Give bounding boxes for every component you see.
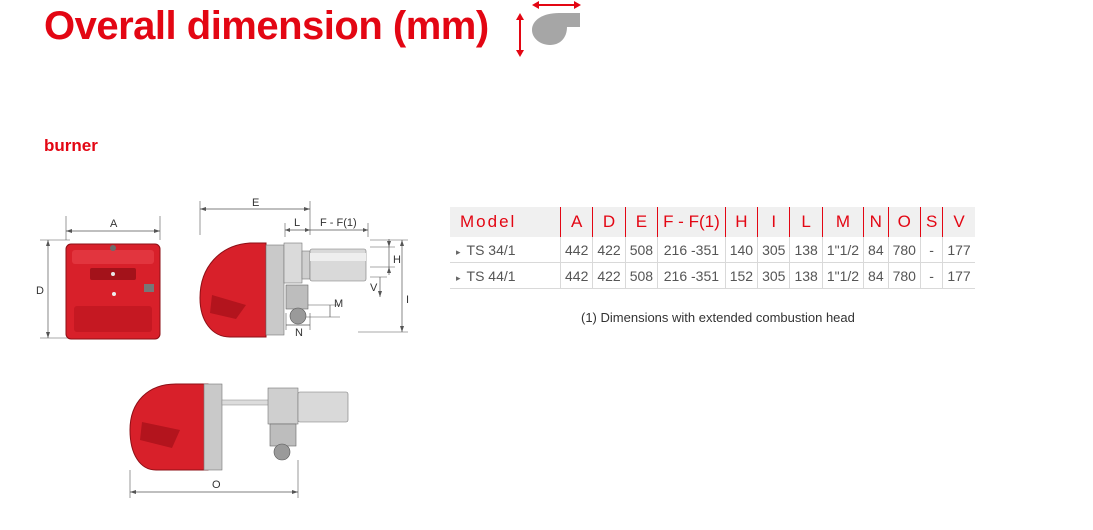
dimension-label-m: M [334, 298, 343, 310]
table-cell: 442 [560, 237, 594, 263]
table-cell: 84 [863, 262, 889, 289]
page-title: Overall dimension (mm) [44, 4, 489, 48]
table-cell-model: ▸TS 34/1 [450, 237, 561, 263]
top-view-drawing: O [129, 383, 349, 498]
dimension-label-a: A [110, 218, 118, 230]
table-cell: 140 [725, 237, 759, 263]
table-cell: 177 [942, 262, 975, 289]
table-header-row: Model A D E F - F(1) H I L M N O S V [450, 207, 975, 237]
table-row: ▸TS 44/1 442 422 508 216 -351 152 305 13… [450, 262, 975, 289]
table-cell: 780 [888, 262, 921, 289]
dimension-label-o: O [212, 479, 221, 491]
table-row: ▸TS 34/1 442 422 508 216 -351 140 305 13… [450, 237, 975, 263]
dimension-label-e: E [252, 197, 259, 209]
table-cell: 138 [789, 237, 823, 263]
table-cell: 422 [592, 262, 626, 289]
column-header: A [560, 207, 594, 237]
dimension-label-n: N [295, 327, 303, 339]
column-header: N [863, 207, 889, 237]
table-cell: 305 [757, 237, 791, 263]
burner-silhouette-icon [516, 1, 581, 57]
dimension-label-d: D [36, 285, 44, 297]
table-cell: 508 [625, 237, 659, 263]
table-cell: - [920, 237, 944, 263]
footnote: (1) Dimensions with extended combustion … [581, 310, 855, 325]
table-cell: 780 [888, 237, 921, 263]
dimension-label-l: L [294, 217, 300, 229]
table-cell: 442 [560, 262, 594, 289]
column-header: S [920, 207, 944, 237]
column-header: I [757, 207, 791, 237]
column-header: L [789, 207, 823, 237]
table-cell: 1"1/2 [822, 262, 865, 289]
column-header: Model [450, 207, 561, 237]
dimension-label-v: V [370, 282, 378, 294]
table-cell: 422 [592, 237, 626, 263]
column-header: D [592, 207, 626, 237]
table-cell: - [920, 262, 944, 289]
table-cell: 138 [789, 262, 823, 289]
dimension-table: Model A D E F - F(1) H I L M N O S V ▸TS… [450, 207, 975, 289]
dimension-label-f: F - F(1) [320, 217, 357, 229]
column-header: V [942, 207, 975, 237]
table-cell: 216 -351 [657, 262, 726, 289]
column-header: H [725, 207, 759, 237]
table-cell: 1"1/2 [822, 237, 865, 263]
table-cell: 84 [863, 237, 889, 263]
table-cell: 152 [725, 262, 759, 289]
front-view-drawing: A D [36, 216, 161, 340]
column-header: M [822, 207, 865, 237]
table-cell: 305 [757, 262, 791, 289]
table-cell: 216 -351 [657, 237, 726, 263]
horizontal-arrow-icon [532, 1, 581, 9]
column-header: F - F(1) [657, 207, 726, 237]
column-header: O [888, 207, 921, 237]
table-cell-model: ▸TS 44/1 [450, 262, 561, 289]
column-header: E [625, 207, 659, 237]
side-view-drawing: E L F - F(1) H V I M N [199, 197, 409, 339]
table-cell: 177 [942, 237, 975, 263]
section-heading: burner [44, 136, 98, 155]
dimension-label-i: I [406, 294, 409, 306]
bullet-icon: ▸ [456, 272, 461, 283]
bullet-icon: ▸ [456, 246, 461, 257]
dimension-label-h: H [393, 254, 401, 266]
table-cell: 508 [625, 262, 659, 289]
vertical-arrow-icon [516, 13, 524, 57]
